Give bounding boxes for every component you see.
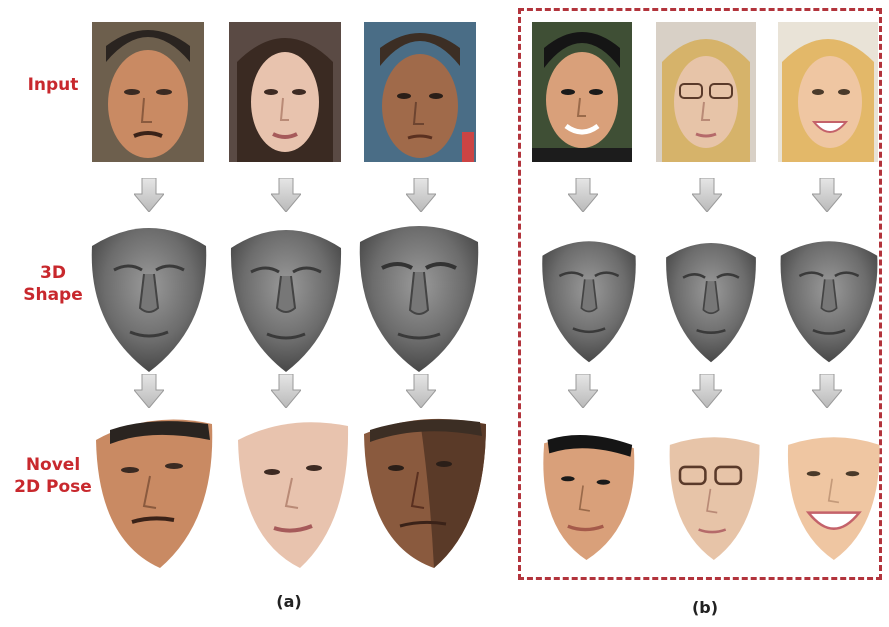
down-arrow-icon	[134, 374, 164, 408]
novel-pose-a2	[228, 410, 358, 570]
novel-pose-a3	[360, 410, 490, 570]
3d-shape-b3	[774, 218, 884, 378]
3d-shape-a3	[354, 216, 484, 376]
row-label-input: Input	[8, 74, 98, 96]
down-arrow-icon	[271, 178, 301, 212]
novel-pose-a1	[90, 410, 220, 570]
panel-a-label: (a)	[264, 592, 314, 611]
input-photo-b2	[656, 22, 756, 162]
input-photo-a1	[92, 22, 204, 162]
down-arrow-icon	[406, 178, 436, 212]
row-label-novel-pose-line2: 2D Pose	[8, 476, 98, 498]
down-arrow-icon	[812, 374, 842, 408]
down-arrow-icon	[406, 374, 436, 408]
3d-shape-a2	[221, 216, 351, 376]
panel-b-label: (b)	[680, 598, 730, 617]
novel-pose-b1	[534, 414, 644, 574]
novel-pose-b2	[658, 414, 768, 574]
down-arrow-icon	[271, 374, 301, 408]
down-arrow-icon	[692, 374, 722, 408]
3d-shape-a1	[84, 216, 214, 376]
3d-shape-b1	[534, 218, 644, 378]
input-photo-a2	[229, 22, 341, 162]
input-photo-b3	[778, 22, 878, 162]
down-arrow-icon	[568, 178, 598, 212]
row-label-novel-pose: Novel 2D Pose	[8, 454, 98, 498]
down-arrow-icon	[692, 178, 722, 212]
down-arrow-icon	[568, 374, 598, 408]
row-label-novel-pose-line1: Novel	[8, 454, 98, 476]
down-arrow-icon	[134, 178, 164, 212]
input-photo-b1	[532, 22, 632, 162]
3d-shape-b2	[656, 218, 766, 378]
down-arrow-icon	[812, 178, 842, 212]
novel-pose-b3	[778, 414, 888, 574]
input-photo-a3	[364, 22, 476, 162]
